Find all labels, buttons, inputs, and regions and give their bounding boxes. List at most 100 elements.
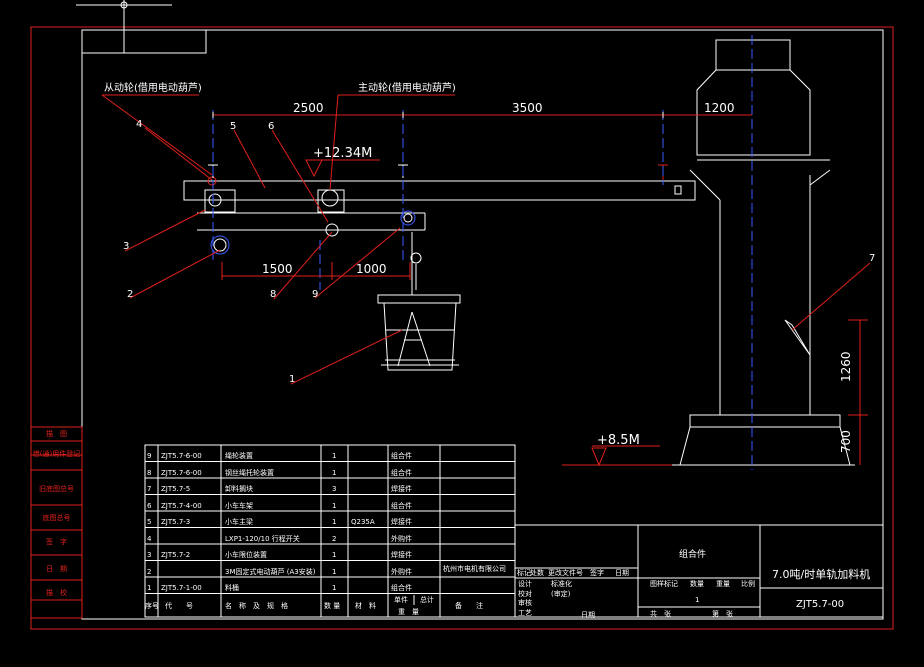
dim-2500: 2500	[293, 101, 324, 115]
parts-cell-no: 7	[147, 485, 152, 493]
outer-border	[30, 26, 894, 630]
parts-cell-no: 2	[147, 567, 152, 576]
rev-header: 更改文件号	[548, 569, 583, 577]
parts-cell-mat: Q235A	[351, 518, 375, 526]
parts-cell-no: 1	[147, 584, 152, 592]
parts-cell-code: ZJT5.7-3	[161, 518, 191, 526]
role-label: 审核	[518, 599, 532, 607]
parts-cell-qty: 1	[332, 518, 337, 526]
th-name: 名 称 及 规 格	[225, 602, 288, 610]
component-label: 组合件	[679, 550, 707, 560]
trolley	[204, 164, 668, 255]
th-qty: 数 量	[324, 602, 341, 610]
stamp-date: 日 期	[46, 565, 67, 573]
bucket	[377, 232, 461, 371]
parts-cell-no: 5	[147, 518, 152, 526]
date-label: 日期	[581, 611, 595, 619]
drawing-number: ZJT5.7-00	[796, 599, 845, 610]
parts-cell-note: 焊接件	[391, 551, 412, 559]
sheet-label: 第 张	[712, 610, 733, 618]
tower	[672, 35, 855, 470]
parts-cell-code: ZJT5.7-5	[161, 485, 191, 493]
parts-cell-no: 3	[147, 551, 152, 559]
parts-cell-qty: 1	[332, 567, 337, 576]
parts-cell-qty: 2	[332, 534, 337, 543]
main-beam	[183, 180, 696, 231]
parts-cell-name: 绳轮装置	[225, 452, 253, 460]
callout-1: 1	[289, 374, 296, 385]
callout-7: 7	[869, 253, 876, 264]
callout-3: 3	[123, 241, 130, 252]
rev-header: 标记	[517, 569, 531, 577]
th-unit: 单件	[394, 596, 408, 604]
parts-cell-code: ZJT5.7-6-00	[161, 468, 202, 477]
role-label: 校对	[518, 589, 532, 598]
parts-cell-note: 外购件	[391, 567, 412, 576]
role-label: 设计	[518, 580, 532, 588]
rev-header: 签字	[590, 569, 604, 577]
parts-cell-note: 组合件	[391, 584, 412, 592]
stamp-ref: 底图总号	[42, 514, 71, 522]
parts-cell-note: 焊接件	[391, 485, 412, 493]
parts-cell-qty: 1	[332, 468, 337, 477]
dim-top	[212, 112, 752, 118]
th-code: 代 号	[165, 602, 193, 610]
stage-label: 图样标记	[650, 580, 678, 588]
dim-3500: 3500	[512, 101, 543, 115]
parts-cell-qty: 1	[332, 501, 337, 510]
parts-cell-code: ZJT5.7-4-00	[161, 501, 202, 510]
approve-label: (审定)	[551, 590, 571, 598]
parts-cell-qty: 1	[332, 452, 337, 460]
parts-cell-note: 外购件	[391, 534, 412, 543]
parts-cell-no: 9	[147, 452, 152, 460]
stamp-old-ref: 旧底图总号	[39, 485, 74, 493]
qty-label: 数量	[690, 580, 704, 588]
dim-1000: 1000	[356, 262, 387, 276]
parts-cell-name: 卸料搁块	[225, 485, 253, 493]
total-sheets: 共 张	[650, 610, 671, 618]
elevation-top-label: +12.34M	[313, 146, 373, 161]
dim-700: 700	[839, 430, 853, 453]
parts-cell-qty: 1	[332, 584, 337, 592]
dim-1200: 1200	[704, 101, 735, 115]
callout-2: 2	[127, 289, 134, 300]
rev-header: 处数	[530, 569, 544, 577]
parts-cell-code: ZJT5.7-2	[161, 551, 191, 559]
corner-box	[81, 29, 207, 54]
parts-cell-name: 钢丝绳托轮装置	[225, 468, 274, 477]
parts-cell-name: 小车主梁	[225, 518, 253, 526]
callout-5: 5	[230, 121, 237, 132]
inner-border	[81, 29, 884, 620]
th-no: 序号	[145, 602, 159, 610]
dim-1260: 1260	[839, 351, 853, 382]
parts-cell-code: ZJT5.7-6-00	[161, 452, 202, 460]
callout-4: 4	[136, 119, 143, 130]
parts-cell-name: 3M固定式电动葫芦 (A3安装)	[225, 567, 316, 576]
stamp-check: 描 校	[46, 589, 67, 597]
parts-cell-note: 焊接件	[391, 518, 412, 526]
th-weight: 重 量	[398, 608, 419, 616]
driven-wheel-label: 从动轮(借用电动葫芦)	[104, 83, 202, 94]
sheet-num: 1	[695, 596, 700, 604]
th-mat: 材 料	[355, 602, 376, 610]
parts-cell-name: 料桶	[225, 584, 239, 592]
parts-cell-qty: 3	[332, 485, 337, 493]
weight-label: 重量	[716, 580, 730, 588]
stamp-borrowed: 借(通)用件登记	[32, 450, 81, 458]
leaders	[101, 94, 871, 385]
th-total: 总计	[420, 596, 434, 604]
parts-cell-note: 组合件	[391, 501, 412, 510]
parts-cell-qty: 1	[332, 551, 337, 559]
parts-cell-no: 8	[147, 468, 152, 477]
std-label: 标准化	[551, 580, 572, 588]
drawing-title: 7.0吨/时单轨加料机	[772, 568, 871, 581]
parts-cell-name: 小车限位装置	[225, 551, 267, 559]
scale-label: 比例	[741, 580, 755, 588]
stamp-sign: 签 字	[46, 538, 67, 546]
parts-cell-note: 组合件	[391, 468, 412, 477]
callout-9: 9	[312, 289, 319, 300]
parts-cell-code: ZJT5.7-1-00	[161, 584, 202, 592]
stamp-trace: 描 图	[46, 430, 67, 438]
supplier: 杭州市电机有限公司	[443, 565, 506, 573]
callout-6: 6	[268, 121, 275, 132]
